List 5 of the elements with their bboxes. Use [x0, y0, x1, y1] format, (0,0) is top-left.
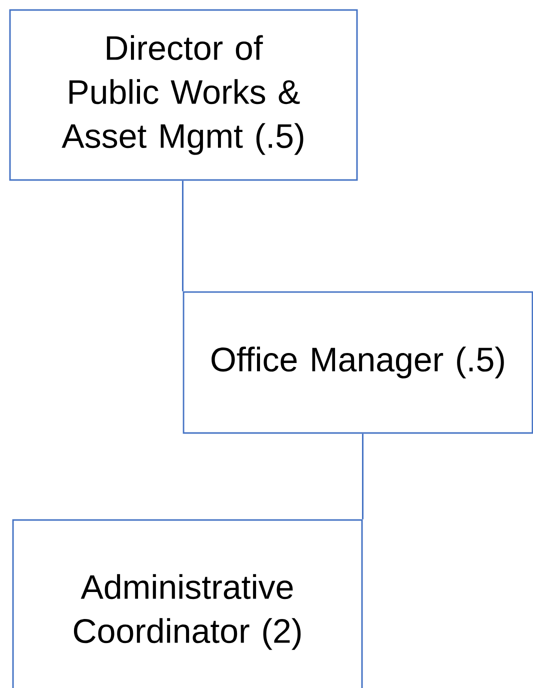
org-box: Director of Public Works & Asset Mgmt (.5) [9, 9, 358, 181]
connector-line [182, 180, 184, 292]
org-box: Office Manager (.5) [182, 291, 533, 434]
org-box: Administrative Coordinator (2) [12, 519, 363, 688]
connector-line [362, 434, 364, 520]
